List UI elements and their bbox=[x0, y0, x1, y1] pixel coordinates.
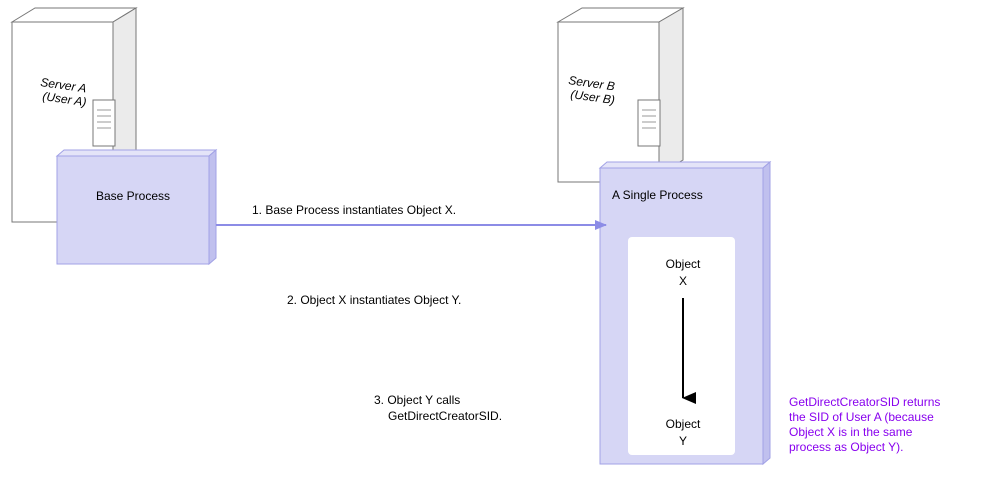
note-line-3: Object X is in the same bbox=[789, 425, 913, 439]
server-a-user: (User A) bbox=[42, 89, 88, 109]
server-b-icon: Server B (User B) bbox=[556, 7, 685, 183]
object-y-word: Object bbox=[666, 417, 701, 431]
step-1-label: 1. Base Process instantiates Object X. bbox=[252, 203, 456, 217]
step-3-label-line2: GetDirectCreatorSID. bbox=[388, 409, 502, 423]
single-process-box: A Single Process bbox=[598, 160, 772, 466]
base-process-label: Base Process bbox=[96, 189, 170, 203]
note-line-1: GetDirectCreatorSID returns bbox=[789, 395, 940, 409]
object-container bbox=[628, 237, 735, 455]
step-3-label-line1: 3. Object Y calls bbox=[374, 393, 460, 407]
sid-note: GetDirectCreatorSID returns the SID of U… bbox=[789, 395, 940, 454]
object-x-word: Object bbox=[666, 257, 701, 271]
object-x-letter: X bbox=[679, 274, 687, 288]
note-line-2: the SID of User A (because bbox=[789, 410, 934, 424]
object-y-letter: Y bbox=[679, 434, 687, 448]
step-2-label: 2. Object X instantiates Object Y. bbox=[287, 293, 461, 307]
single-process-label: A Single Process bbox=[612, 188, 703, 202]
note-line-4: process as Object Y). bbox=[789, 440, 904, 454]
server-b-name: Server B bbox=[568, 73, 616, 93]
server-b-user: (User B) bbox=[570, 87, 616, 107]
base-process-box: Base Process bbox=[55, 148, 218, 266]
server-a-name: Server A bbox=[40, 75, 88, 95]
